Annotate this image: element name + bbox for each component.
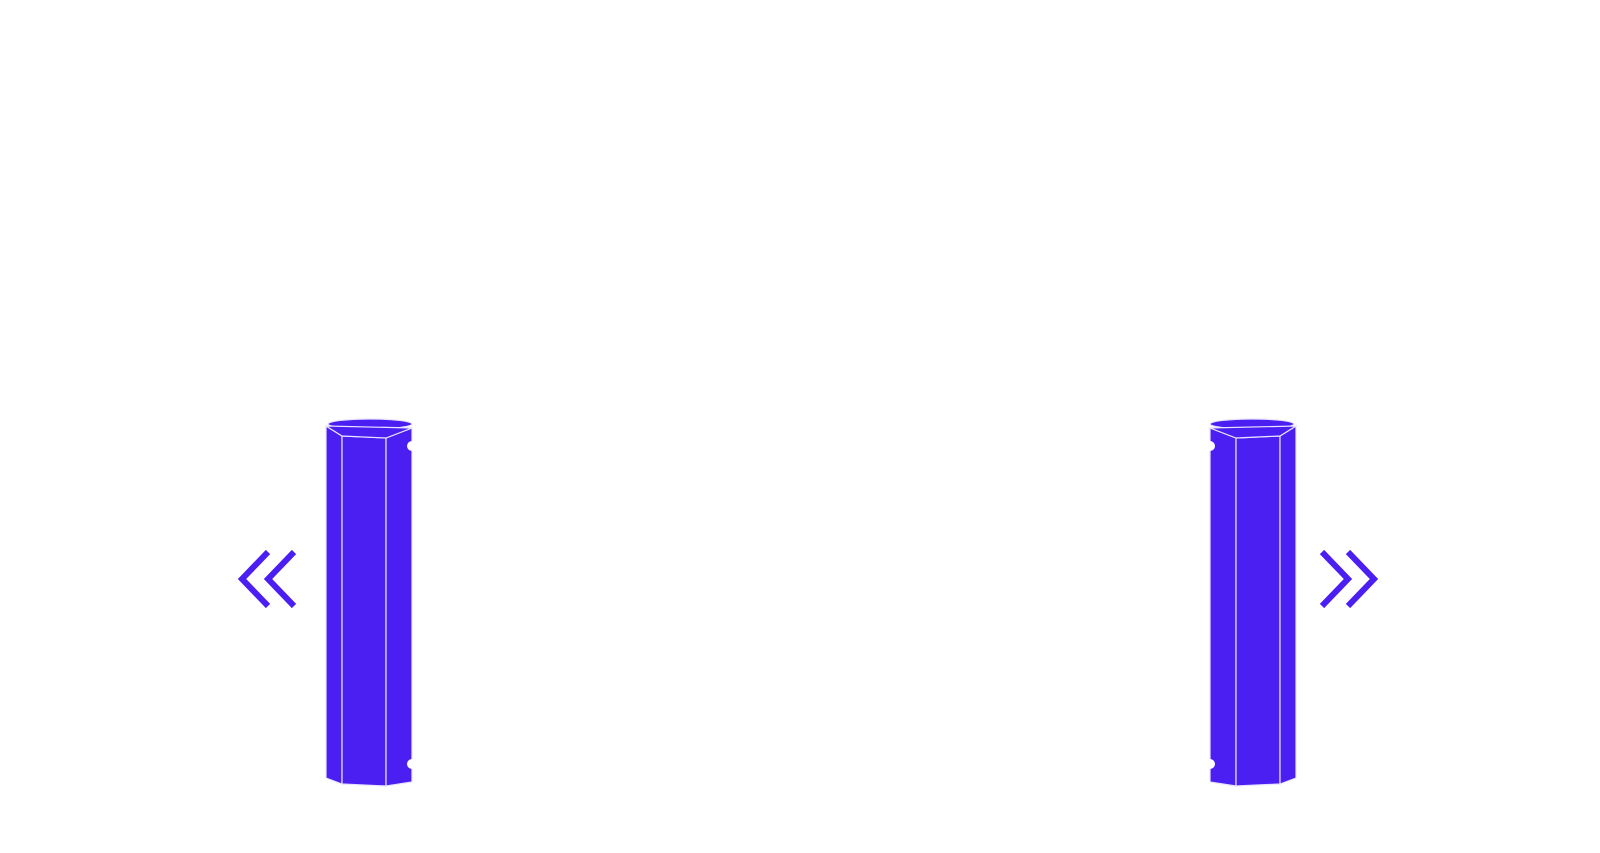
gate-pillar-icon	[323, 418, 417, 787]
double-chevron-right-icon	[1319, 549, 1379, 609]
double-chevron-left-icon	[237, 549, 297, 609]
previous-button[interactable]	[236, 549, 300, 609]
next-button[interactable]	[1316, 549, 1380, 609]
gate-pillar-icon	[1205, 418, 1299, 787]
left-gate-pillar	[323, 414, 426, 787]
right-gate-pillar	[1196, 414, 1299, 787]
